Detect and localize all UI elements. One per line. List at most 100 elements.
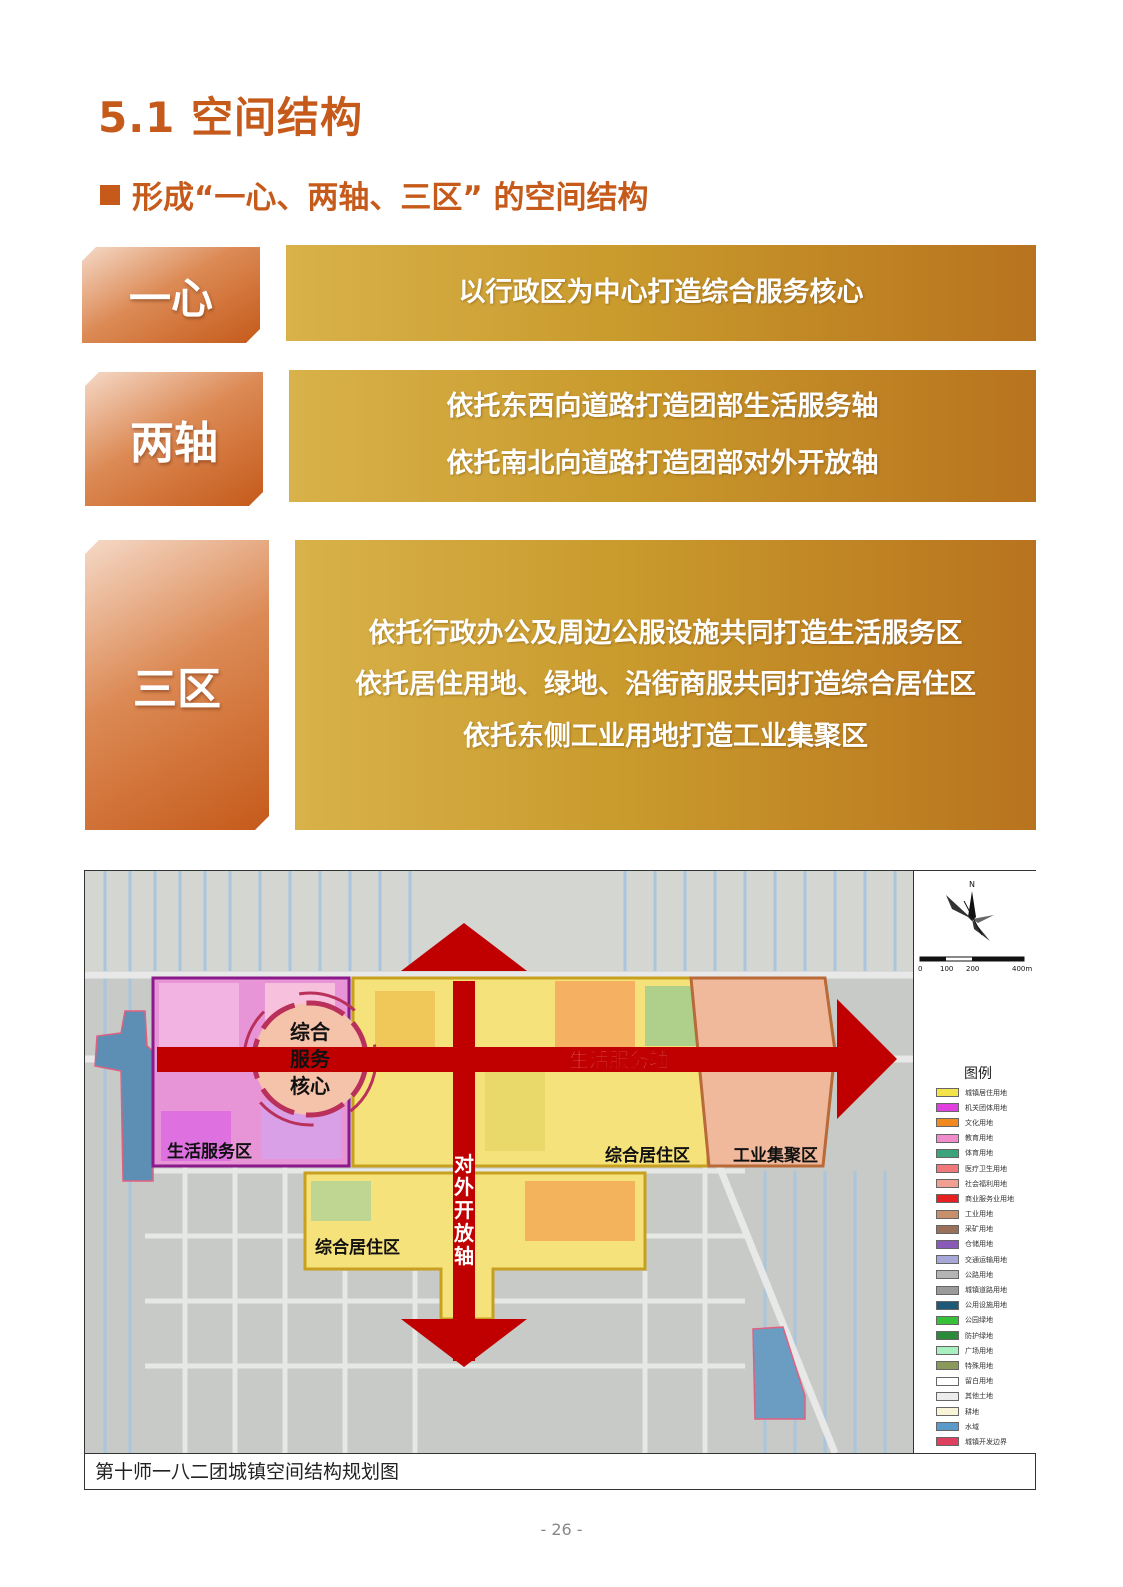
- legend-swatch: [936, 1133, 959, 1143]
- legend-item: 防护绿地: [936, 1328, 1014, 1343]
- legend-label: 防护绿地: [965, 1331, 993, 1340]
- legend-item: 机关团体用地: [936, 1100, 1014, 1115]
- structure-line: 依托东西向道路打造团部生活服务轴: [446, 391, 879, 423]
- residential-south-label: 综合居住区: [315, 1237, 400, 1258]
- legend-item: 仓储用地: [936, 1237, 1014, 1252]
- legend-item: 其他土地: [936, 1389, 1014, 1404]
- legend-label: 城镇居住用地: [965, 1088, 1007, 1097]
- north-arrow-icon: N 0 100 200 400m: [918, 880, 1032, 973]
- residential-green-block: [311, 1181, 371, 1221]
- legend-item: 医疗卫生用地: [936, 1161, 1014, 1176]
- open-axis-char: 放: [453, 1221, 475, 1245]
- structure-line: 依托行政办公及周边公服设施共同打造生活服务区: [368, 618, 963, 650]
- life-zone-block: [161, 1111, 231, 1161]
- life-axis-label: 生活服务轴: [569, 1048, 669, 1072]
- legend-item: 工业用地: [936, 1207, 1014, 1222]
- legend-label: 水域: [965, 1422, 979, 1431]
- legend-label: 公路用地: [965, 1270, 993, 1279]
- legend-swatch: [936, 1209, 959, 1219]
- life-axis-bar: [157, 1047, 837, 1072]
- legend-label: 体育用地: [965, 1149, 993, 1158]
- structure-line: 依托东侧工业用地打造工业集聚区: [463, 720, 868, 752]
- legend-label: 采矿用地: [965, 1225, 993, 1234]
- open-axis-char: 开: [454, 1198, 474, 1222]
- legend-swatch: [936, 1255, 959, 1265]
- legend-label: 医疗卫生用地: [965, 1164, 1007, 1173]
- north-arrow-wing: [972, 919, 990, 941]
- scale-bar-segment: [920, 957, 946, 961]
- structure-label-zones: 三区: [85, 540, 269, 830]
- open-axis-arrowhead-south: [401, 1319, 527, 1367]
- road-diagonal: [701, 1129, 839, 1453]
- page-number: - 26 -: [540, 1520, 583, 1539]
- north-arrow-axis: [963, 900, 983, 936]
- water-pond: [752, 1326, 806, 1420]
- structure-panel-center: 以行政区为中心打造综合服务核心: [286, 245, 1036, 341]
- legend-swatch: [936, 1331, 959, 1341]
- structure-label-center: 一心: [82, 247, 260, 343]
- legend-item: 体育用地: [936, 1146, 1014, 1161]
- residential-green-block: [645, 986, 700, 1046]
- map-svg: 综合 服务 核心 生活服务区 综合居住区 综合居住区 工业集聚区 生活服务轴 对…: [85, 871, 913, 1453]
- legend-item: 社会福利用地: [936, 1176, 1014, 1191]
- legend-label: 商业服务业用地: [965, 1194, 1014, 1203]
- structure-map: 综合 服务 核心 生活服务区 综合居住区 综合居住区 工业集聚区 生活服务轴 对…: [85, 871, 913, 1453]
- structure-panel-zones: 依托行政办公及周边公服设施共同打造生活服务区 依托居住用地、绿地、沿街商服共同打…: [295, 540, 1036, 830]
- legend-swatch: [936, 1361, 959, 1371]
- open-axis-char: 对: [454, 1152, 474, 1176]
- legend-list: 城镇居住用地机关团体用地文化用地教育用地体育用地医疗卫生用地社会福利用地商业服务…: [936, 1085, 1014, 1450]
- legend-swatch: [936, 1239, 959, 1249]
- legend-item: 水域: [936, 1419, 1014, 1434]
- north-arrow-needle: [968, 891, 976, 921]
- scale-ticks: 0 100 200 400m: [918, 965, 1032, 973]
- subtitle: 形成“一心、两轴、三区” 的空间结构: [100, 172, 649, 217]
- water-west: [94, 1010, 154, 1182]
- structure-line: 以行政区为中心打造综合服务核心: [458, 277, 864, 309]
- legend-item: 文化用地: [936, 1115, 1014, 1130]
- legend-label: 广场用地: [965, 1346, 993, 1355]
- industrial-zone-label: 工业集聚区: [733, 1145, 818, 1166]
- subtitle-text: 形成“一心、两轴、三区” 的空间结构: [132, 180, 649, 216]
- life-axis-arrowhead: [837, 999, 897, 1119]
- legend-swatch: [936, 1224, 959, 1234]
- legend-item: 耕地: [936, 1404, 1014, 1419]
- legend-swatch: [936, 1422, 959, 1432]
- structure-line: 依托南北向道路打造团部对外开放轴: [446, 448, 879, 479]
- legend-swatch: [936, 1103, 959, 1113]
- core-label-line: 服务: [290, 1047, 331, 1071]
- legend-swatch: [936, 1346, 959, 1356]
- legend-label: 特殊用地: [965, 1361, 993, 1370]
- legend-swatch: [936, 1179, 959, 1189]
- legend-title: 图例: [964, 1066, 992, 1082]
- open-axis-char: 外: [454, 1175, 474, 1199]
- north-arrow-wing: [972, 915, 994, 923]
- legend-swatch: [936, 1437, 959, 1447]
- scale-tick: 0: [918, 965, 922, 973]
- open-axis-arrowhead-north: [401, 923, 527, 971]
- open-axis-bar: [453, 981, 475, 1361]
- legend-swatch: [936, 1118, 959, 1128]
- legend-item: 采矿用地: [936, 1222, 1014, 1237]
- section-title: 5.1 空间结构: [98, 93, 364, 142]
- scale-tick: 400m: [1012, 965, 1032, 973]
- legend-swatch: [936, 1300, 959, 1310]
- legend-swatch: [936, 1164, 959, 1174]
- legend-item: 教育用地: [936, 1131, 1014, 1146]
- legend-label: 交通运输用地: [965, 1255, 1007, 1264]
- legend-item: 城镇居住用地: [936, 1085, 1014, 1100]
- legend-label: 社会福利用地: [965, 1179, 1007, 1188]
- structure-line: 依托居住用地、绿地、沿街商服共同打造综合居住区: [355, 669, 976, 701]
- legend-item: 城镇道路用地: [936, 1282, 1014, 1297]
- legend-label: 耕地: [965, 1407, 979, 1416]
- legend-label: 城镇开发边界: [965, 1437, 1007, 1446]
- legend-label: 公用设施用地: [965, 1301, 1007, 1310]
- legend-swatch: [936, 1376, 959, 1386]
- scale-tick: 200: [966, 965, 979, 973]
- legend-item: 公园绿地: [936, 1313, 1014, 1328]
- legend-label: 城镇道路用地: [965, 1286, 1007, 1295]
- open-axis-char: 轴: [454, 1244, 474, 1268]
- map-labels: 综合 服务 核心 生活服务区 综合居住区 综合居住区 工业集聚区: [167, 1020, 818, 1258]
- legend-swatch: [936, 1270, 959, 1280]
- legend-item: 城镇开发边界: [936, 1434, 1014, 1449]
- legend-swatch: [936, 1194, 959, 1204]
